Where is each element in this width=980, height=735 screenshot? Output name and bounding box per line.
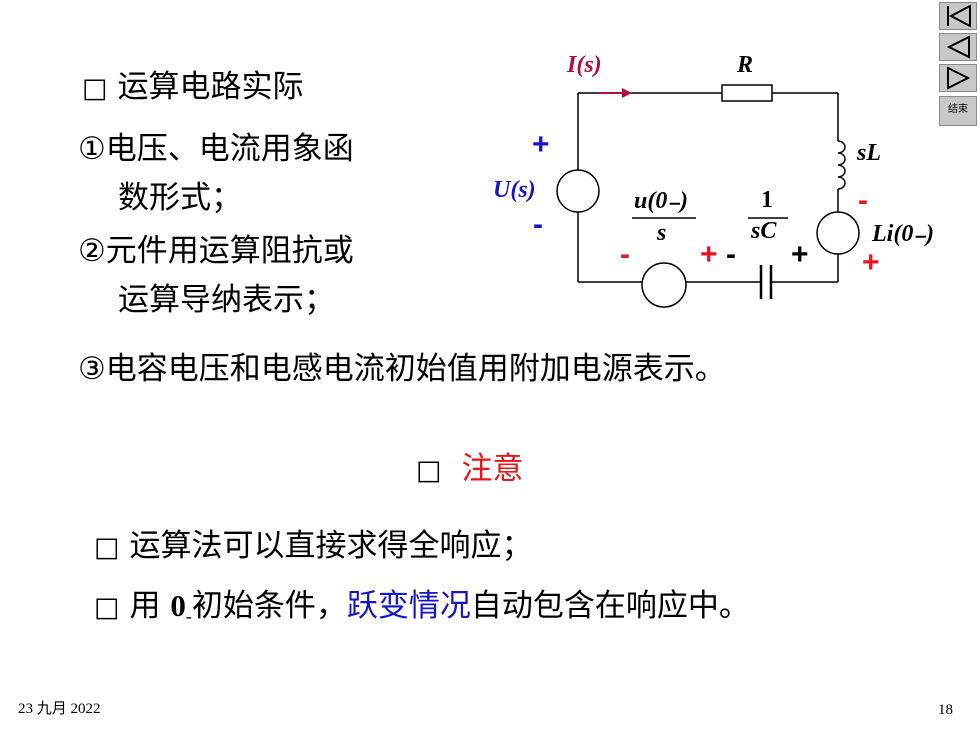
point-3-marker: ③ bbox=[78, 351, 106, 387]
cap-numerator: 1 bbox=[761, 187, 773, 213]
next-slide-icon bbox=[947, 66, 971, 90]
remark-2-zero: 0 bbox=[170, 588, 186, 623]
source-label: U(s) bbox=[493, 177, 536, 203]
page-number: 18 bbox=[938, 702, 953, 718]
point-2-line2: 运算导纳表示； bbox=[118, 282, 335, 318]
cap-source-plus: + bbox=[700, 238, 718, 271]
point-1-marker: ① bbox=[78, 131, 106, 167]
current-label: I(s) bbox=[567, 52, 602, 78]
point-1-line1: 电压、电流用象函 bbox=[105, 131, 354, 167]
point-3: ③电容电压和电感电流初始值用附加电源表示。 bbox=[78, 350, 726, 388]
circuit-diagram bbox=[556, 84, 860, 308]
point-2-line1: 元件用运算阻抗或 bbox=[105, 233, 354, 269]
section-heading-text: 运算电路实际 bbox=[117, 69, 304, 105]
remark-2-post: 自动包含在响应中。 bbox=[470, 588, 750, 624]
point-1-continuation: 数形式； bbox=[118, 179, 242, 217]
cap-denominator: sC bbox=[751, 218, 777, 244]
first-slide-icon bbox=[947, 4, 971, 28]
point-2-marker: ② bbox=[78, 233, 106, 269]
end-show-label: 结束 bbox=[948, 104, 968, 115]
voltage-source bbox=[556, 169, 600, 213]
resistor bbox=[721, 84, 773, 102]
first-slide-button[interactable] bbox=[939, 2, 977, 30]
cap-source-minus: - bbox=[620, 238, 630, 271]
ind-source-plus: + bbox=[862, 246, 880, 279]
next-slide-button[interactable] bbox=[939, 64, 977, 92]
cap-minus: - bbox=[726, 238, 736, 271]
remark-2-pre: 用 bbox=[129, 588, 171, 624]
note-title: 注意 bbox=[461, 451, 524, 487]
footer-date: 23 九月 2022 bbox=[18, 701, 101, 717]
previous-slide-icon bbox=[946, 35, 970, 59]
cap-source-numerator: u(0₋) bbox=[634, 188, 688, 214]
inductor-label: sL bbox=[857, 140, 881, 166]
point-1: ①电压、电流用象函 bbox=[78, 130, 354, 168]
point-1-line2: 数形式； bbox=[118, 180, 242, 216]
previous-slide-button[interactable] bbox=[939, 33, 977, 61]
inductor-source-label: Li(0₋) bbox=[872, 221, 934, 247]
end-show-button[interactable]: 结束 bbox=[939, 96, 977, 126]
remark-1: □ 运算法可以直接求得全响应； bbox=[94, 527, 533, 567]
remark-1-text: 运算法可以直接求得全响应； bbox=[129, 528, 533, 564]
ind-source-minus: - bbox=[858, 184, 868, 217]
note-heading: □ 注意 bbox=[416, 450, 524, 490]
checkbox-bullet-icon: □ bbox=[82, 73, 108, 104]
source-minus: - bbox=[533, 208, 543, 241]
resistor-label: R bbox=[737, 52, 754, 78]
remark-2: □ 用 0-初始条件，跃变情况自动包含在响应中。 bbox=[94, 587, 750, 635]
remark-2-subscript: - bbox=[185, 606, 192, 626]
point-3-line1: 电容电压和电感电流初始值用附加电源表示。 bbox=[105, 351, 726, 387]
remark-2-mid: 初始条件， bbox=[191, 588, 347, 624]
cap-plus: + bbox=[791, 238, 809, 271]
remark-2-highlight: 跃变情况 bbox=[346, 588, 471, 624]
checkbox-bullet-icon: □ bbox=[94, 532, 120, 563]
point-2-continuation: 运算导纳表示； bbox=[118, 281, 335, 319]
inductor-initial-source bbox=[816, 211, 860, 255]
point-2: ②元件用运算阻抗或 bbox=[78, 232, 354, 270]
checkbox-bullet-icon: □ bbox=[94, 592, 120, 623]
inductor bbox=[837, 140, 846, 190]
current-arrow-icon bbox=[622, 88, 632, 98]
cap-source-denominator: s bbox=[657, 220, 667, 246]
source-plus: + bbox=[532, 128, 550, 161]
checkbox-bullet-icon: □ bbox=[416, 455, 442, 486]
capacitor-initial-source bbox=[641, 262, 687, 308]
section-heading: □ 运算电路实际 bbox=[82, 68, 304, 108]
